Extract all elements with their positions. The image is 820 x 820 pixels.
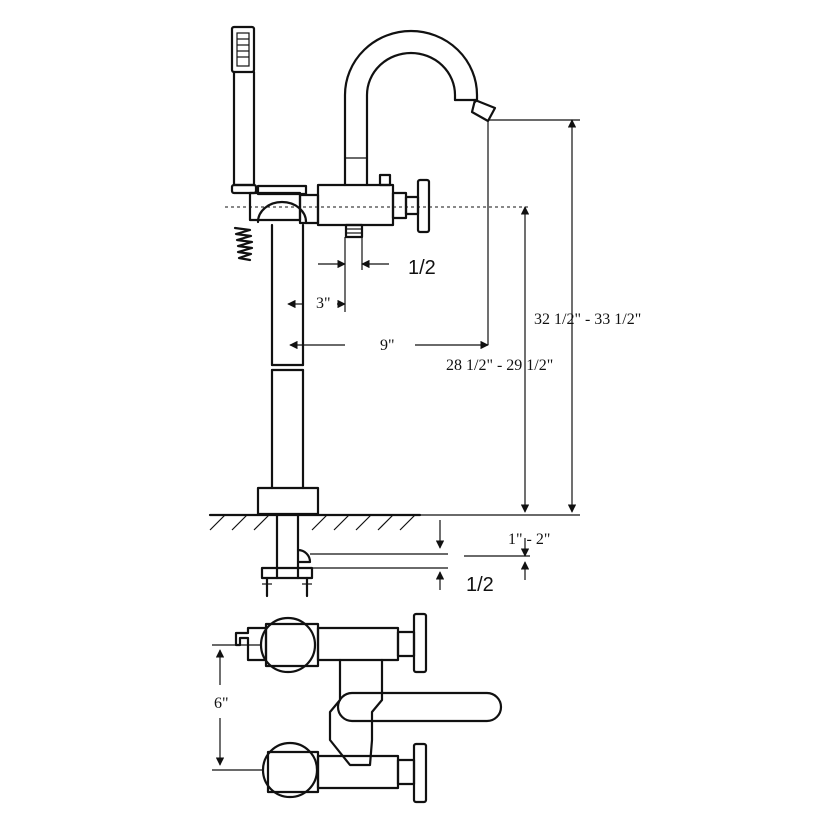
lower-cross-handle	[412, 742, 428, 804]
dimension-lines	[225, 119, 580, 590]
dimension-6in-lines	[212, 644, 262, 771]
lower-valve-body	[316, 754, 400, 790]
hand-shower	[230, 25, 258, 195]
dim-label-floor-range: 1" - 2"	[508, 531, 550, 548]
floor-hatch	[208, 513, 422, 531]
dim-label-total-height: 32 1/2" - 33 1/2"	[534, 311, 641, 328]
shower-holder	[234, 626, 268, 662]
dim-label-9in: 9"	[380, 337, 395, 354]
dim-label-half-inch-top: 1/2	[408, 257, 436, 279]
dim-label-3in: 3"	[316, 295, 331, 312]
dim-label-6in: 6"	[214, 695, 229, 712]
dimension-labels: 1/2 3" 9" 32 1/2" - 33 1/2" 28 1/2" - 29…	[214, 257, 641, 712]
shower-hose	[233, 226, 254, 262]
lower-handle-stem	[396, 758, 416, 786]
faucet-plan-view	[234, 612, 503, 804]
column-hub	[248, 184, 320, 225]
upper-column-circle	[259, 616, 317, 674]
upper-cross-handle	[412, 612, 428, 674]
spout-plan	[336, 691, 503, 723]
rough-in-assembly	[260, 513, 314, 598]
upper-valve-body	[316, 626, 400, 662]
upper-handle-stem	[396, 630, 416, 658]
mixing-valve-body	[316, 173, 431, 239]
faucet-elevation	[208, 25, 497, 598]
dim-label-spout-height: 28 1/2" - 29 1/2"	[446, 357, 553, 374]
riser-column	[270, 223, 305, 490]
connector-pipe	[328, 658, 384, 767]
dim-label-half-inch-bottom: 1/2	[466, 574, 494, 596]
floor-flange	[256, 486, 320, 516]
spout	[343, 29, 497, 187]
